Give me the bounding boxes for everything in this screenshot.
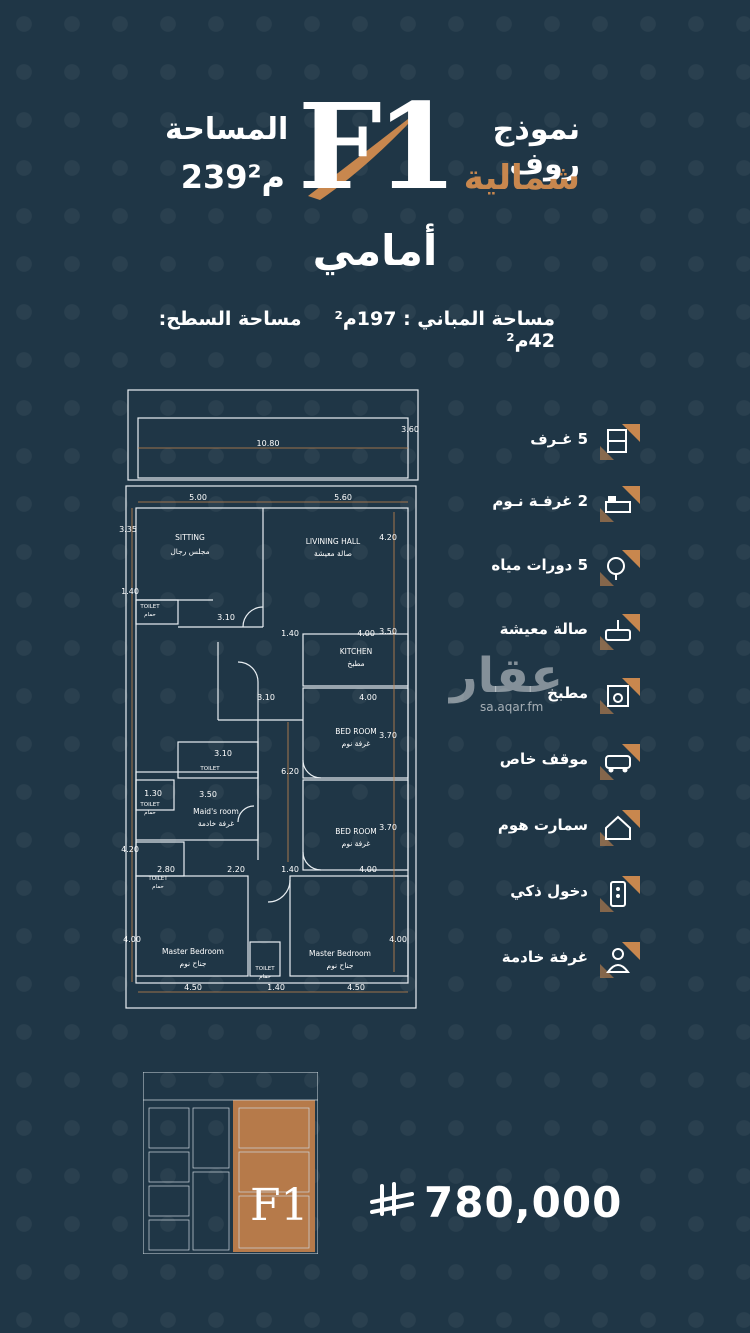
- dim-h-living: 4.20: [379, 533, 397, 542]
- bathroom-icon: [598, 548, 640, 588]
- area-value: 239م²: [180, 158, 285, 196]
- feature-item: مطبخ: [480, 676, 640, 716]
- dim-top-right: 3.60: [401, 425, 419, 434]
- model-title: نموذج روف: [492, 112, 580, 182]
- room-sitting-en: SITTING: [175, 533, 205, 542]
- smart-entry-icon: [598, 874, 640, 914]
- dim-bed1-h: 3.70: [379, 731, 397, 740]
- feature-item: 5 دورات مياه: [480, 548, 640, 588]
- room-bed2-en: BED ROOM: [335, 827, 377, 836]
- kitchen-icon: [598, 676, 640, 716]
- unit-label: F1: [250, 1180, 309, 1231]
- direction-label: شمالية: [463, 158, 580, 198]
- feature-label: مطبخ: [547, 684, 588, 702]
- feature-label: صالة معيشة: [499, 620, 588, 638]
- dim-kitchen-w: 4.00: [357, 629, 375, 638]
- building-area: مساحة المباني : 197م²: [334, 308, 555, 330]
- feature-item: 2 غرفـة نـوم: [480, 484, 640, 524]
- room-toilet1-ar: حمام: [144, 612, 156, 618]
- room-master2-ar: جناح نوم: [326, 961, 353, 970]
- area-label: المساحة: [165, 112, 289, 147]
- room-kitchen-en: KITCHEN: [340, 647, 373, 656]
- dim-b-left: 4.50: [184, 983, 202, 992]
- room-maid-en: Maid's room: [193, 807, 239, 816]
- riyal-currency-icon: [370, 1182, 414, 1216]
- room-toilet5-en: TOILET: [254, 966, 275, 972]
- f1-swoosh-icon: [308, 106, 425, 200]
- dim-t3-w: 2.80: [157, 865, 175, 874]
- dim-bed1-w: 4.00: [359, 693, 377, 702]
- roof-area: مساحة السطح: 42م²: [158, 308, 555, 352]
- room-master2-en: Master Bedroom: [309, 949, 371, 958]
- feature-label: 5 دورات مياه: [491, 556, 588, 574]
- room-bed2-ar: غرفة نوم: [342, 839, 371, 848]
- room-toilet3-ar: حمام: [144, 810, 156, 816]
- feature-item: موقف خاص: [480, 742, 640, 782]
- room-living-en: LIVINING HALL: [306, 537, 361, 546]
- feature-label: 2 غرفـة نـوم: [492, 492, 588, 510]
- floor-plan: 10.80 3.60 5.00 5.60 3.35 4.20 1.40 3.10…: [119, 389, 419, 1009]
- dim-toilet2: 3.10: [214, 749, 232, 758]
- room-toilet5-ar: حمام: [259, 974, 271, 980]
- living-room-icon: [598, 612, 640, 652]
- watermark-logo: عقار: [450, 648, 563, 704]
- feature-label: سمارت هوم: [497, 816, 588, 834]
- feature-label: 5 غـرف: [530, 430, 588, 448]
- dim-toilet1-h: 1.40: [121, 587, 139, 596]
- room-sitting-ar: مجلس رجال: [170, 547, 209, 556]
- dim-m1-h: 4.00: [123, 935, 141, 944]
- feature-item: صالة معيشة: [480, 612, 640, 652]
- smart-home-icon: [598, 808, 640, 848]
- feature-label: دخول ذكي: [510, 882, 588, 900]
- dim-b-right: 4.50: [347, 983, 365, 992]
- room-toilet2-en: TOILET: [199, 766, 220, 772]
- dim-h-sitting: 3.35: [119, 525, 137, 534]
- watermark-url: sa.aqar.fm: [480, 700, 544, 714]
- dim-top-width: 10.80: [257, 439, 280, 448]
- dim-toilet1-w: 3.10: [217, 613, 235, 622]
- dim-m2-h: 4.00: [389, 935, 407, 944]
- areas-line: مساحة المباني : 197م² مساحة السطح: 42م²: [150, 308, 555, 352]
- bedroom-icon: [598, 484, 640, 524]
- dim-w-sitting: 5.00: [189, 493, 207, 502]
- room-toilet3-en: TOILET: [139, 802, 160, 808]
- dim-w-living: 5.60: [334, 493, 352, 502]
- room-bed1-ar: غرفة نوم: [342, 739, 371, 748]
- dim-kitchen-top: 1.40: [281, 629, 299, 638]
- maid-room-icon: [598, 940, 640, 980]
- rooms-icon: [598, 422, 640, 462]
- front-label: أمامي: [312, 226, 438, 275]
- dim-kitchen-h: 3.50: [379, 627, 397, 636]
- room-kitchen-ar: مطبخ: [347, 659, 364, 668]
- dim-mid-w: 1.40: [281, 865, 299, 874]
- dim-maid-w: 3.50: [199, 790, 217, 799]
- room-toilet4-ar: حمام: [152, 884, 164, 890]
- price-value: 780,000: [424, 1178, 623, 1227]
- feature-label: موقف خاص: [499, 750, 588, 768]
- dim-maid-toilet: 1.30: [144, 789, 162, 798]
- unit-location-thumbnail: [143, 1072, 318, 1254]
- dim-bed2-w: 4.00: [359, 865, 377, 874]
- room-toilet1-en: TOILET: [139, 604, 160, 610]
- dim-corr1: 3.10: [257, 693, 275, 702]
- dim-b-mid: 1.40: [267, 983, 285, 992]
- room-maid-ar: غرفة خادمة: [198, 819, 234, 828]
- dim-t3-h: 2.20: [227, 865, 245, 874]
- room-bed1-en: BED ROOM: [335, 727, 377, 736]
- feature-item: دخول ذكي: [480, 874, 640, 914]
- feature-item: 5 غـرف: [480, 422, 640, 462]
- model-code: F1: [298, 77, 458, 216]
- room-master1-ar: جناح نوم: [179, 959, 206, 968]
- feature-item: سمارت هوم: [480, 808, 640, 848]
- feature-item: غرفة خادمة: [480, 940, 640, 980]
- dim-corr-h: 6.20: [281, 767, 299, 776]
- dim-bed2-h: 3.70: [379, 823, 397, 832]
- feature-label: غرفة خادمة: [501, 948, 588, 966]
- room-master1-en: Master Bedroom: [162, 947, 224, 956]
- dim-left-low: 4.20: [121, 845, 139, 854]
- room-living-ar: صالة معيشة: [314, 549, 352, 558]
- parking-icon: [598, 742, 640, 782]
- room-toilet4-en: TOILET: [147, 876, 168, 882]
